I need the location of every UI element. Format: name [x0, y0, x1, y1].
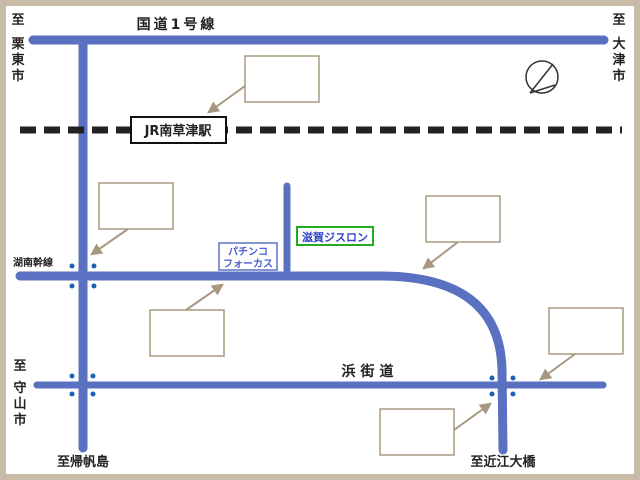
roads [15, 35, 609, 455]
svg-text:市: 市 [612, 68, 625, 84]
callout-boxes [98, 55, 624, 456]
callout-arrow-6 [453, 402, 492, 431]
konan-trunk-label: 湖南幹線 [13, 256, 53, 269]
svg-text:市: 市 [11, 68, 24, 84]
national-route-1-label: 国道1号線 [137, 16, 218, 33]
svg-text:至: 至 [11, 13, 24, 28]
svg-text:フォーカス: フォーカス [223, 258, 273, 270]
callout-box-5 [548, 307, 624, 355]
station-box: JR南草津駅 [130, 116, 227, 144]
svg-text:津: 津 [612, 52, 625, 68]
callout-arrow-5 [539, 353, 576, 381]
callout-arrows [90, 85, 576, 431]
svg-text:山: 山 [13, 396, 26, 412]
pachinko-focus-label: パチンコ フォーカス [218, 242, 278, 271]
svg-text:栗: 栗 [11, 37, 24, 52]
callout-box-1 [244, 55, 320, 103]
svg-text:守: 守 [13, 380, 26, 396]
callout-box-3 [425, 195, 501, 243]
svg-text:パチンコ: パチンコ [228, 246, 268, 258]
north-compass-icon [525, 60, 559, 94]
svg-text:滋賀ジスロン: 滋賀ジスロン [302, 230, 368, 244]
callout-box-4 [149, 309, 225, 357]
svg-text:市: 市 [13, 412, 26, 428]
callout-arrow-2 [90, 228, 129, 256]
callout-arrow-3 [422, 241, 459, 270]
to-kihanjima-label: 至帰帆島 [57, 454, 109, 470]
svg-text:至: 至 [612, 13, 625, 28]
konan-trunk-road [15, 271, 508, 455]
to-omi-ohashi-label: 至近江大橋 [470, 454, 536, 470]
to-ritto-city-label: 至 栗 東 市 [11, 13, 24, 84]
callout-box-6 [379, 408, 455, 456]
to-moriyama-city-label: 至 守 山 市 [13, 359, 26, 428]
callout-arrow-4 [185, 283, 224, 311]
callout-arrow-1 [207, 85, 246, 114]
shiga-jiron-label: 滋賀ジスロン [296, 226, 374, 246]
callout-box-2 [98, 182, 174, 230]
to-otsu-city-label: 至 大 津 市 [612, 13, 625, 84]
svg-text:東: 東 [11, 52, 24, 68]
hama-kaido-label: 浜街道 [342, 363, 399, 380]
station-name: JR南草津駅 [144, 123, 213, 139]
intersection-dots [69, 263, 516, 397]
svg-text:至: 至 [13, 359, 26, 374]
svg-text:大: 大 [612, 36, 625, 52]
